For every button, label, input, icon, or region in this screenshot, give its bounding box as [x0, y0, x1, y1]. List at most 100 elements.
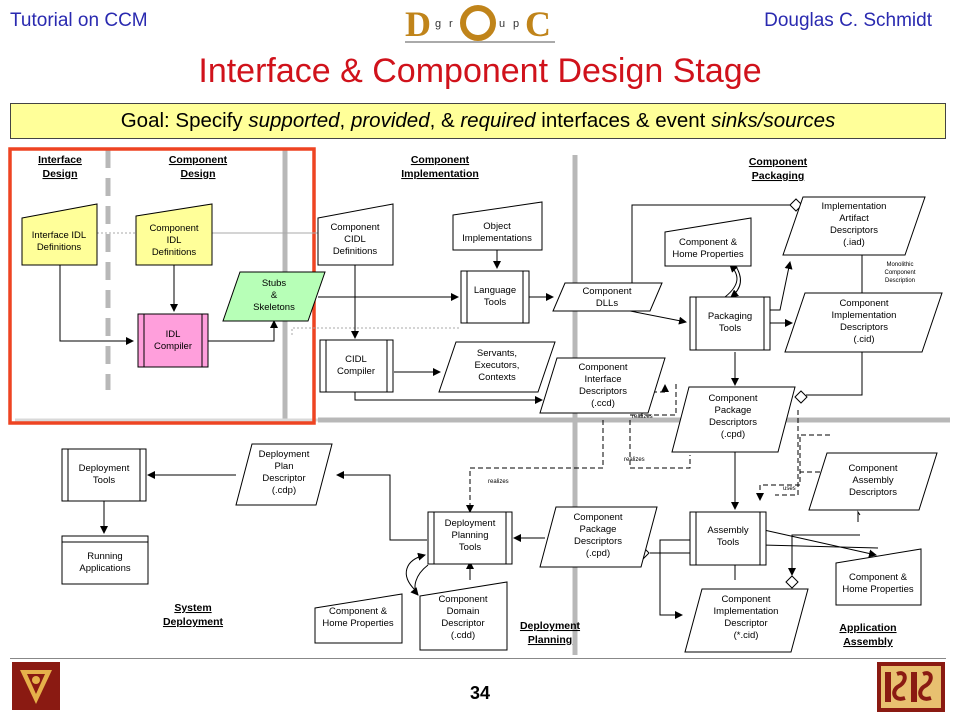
svg-text:Component: Component [169, 154, 228, 166]
aggregation-diamond [794, 390, 808, 404]
node-component-cidl-definitions: Component CIDL Definitions [317, 203, 394, 266]
svg-text:Planning: Planning [528, 634, 572, 646]
svg-text:Component: Component [708, 393, 757, 404]
goal-sinks: sinks/sources [711, 109, 836, 132]
label-component-implementation: Component Implementation [401, 154, 479, 180]
svg-text:Component: Component [573, 512, 622, 523]
node-component-assembly-descriptors: Component Assembly Descriptors [808, 452, 938, 511]
note-monolithic-component-description: Monolithic Component Description [884, 262, 915, 284]
svg-text:g: g [435, 18, 441, 30]
svg-text:Descriptor: Descriptor [441, 618, 484, 629]
svg-text:Servants,: Servants, [477, 348, 517, 359]
label-interface-design: Interface Design [38, 154, 82, 180]
node-interface-idl-definitions: Interface IDL Definitions [21, 203, 98, 266]
svg-text:Compiler: Compiler [337, 366, 375, 377]
svg-text:(.iad): (.iad) [843, 237, 865, 248]
node-home-properties-top: Component & Home Properties [664, 217, 752, 267]
svg-text:Assembly: Assembly [843, 636, 893, 648]
node-idl-compiler: IDL Compiler [137, 313, 209, 368]
node-implementation-artifact-descriptors: Implementation Artifact Descriptors (.ia… [782, 196, 926, 256]
svg-text:Assembly: Assembly [852, 475, 893, 486]
label-application-assembly: Application Assembly [839, 622, 896, 648]
svg-text:Domain: Domain [447, 606, 480, 617]
svg-text:(.cid): (.cid) [853, 334, 874, 345]
svg-text:Deployment: Deployment [445, 518, 496, 529]
svg-text:(.cpd): (.cpd) [586, 548, 610, 559]
svg-text:Tools: Tools [719, 323, 741, 334]
slide-title: Interface & Component Design Stage [198, 52, 762, 90]
svg-text:Implementations: Implementations [462, 233, 532, 244]
svg-text:Component: Component [578, 362, 627, 373]
svg-text:Package: Package [580, 524, 617, 535]
svg-text:Deployment: Deployment [259, 449, 310, 460]
svg-text:Descriptors: Descriptors [849, 487, 897, 498]
goal-provided: provided [350, 109, 430, 132]
svg-text:Component: Component [839, 298, 888, 309]
node-language-tools: Language Tools [460, 270, 530, 324]
svg-text:C: C [525, 4, 551, 43]
svg-text:CIDL: CIDL [344, 234, 366, 245]
node-component-domain-descriptor: Component Domain Descriptor (.cdd) [419, 581, 508, 651]
node-deployment-planning-tools: Deployment Planning Tools [427, 511, 513, 565]
node-deployment-tools: Deployment Tools [61, 448, 147, 502]
goal-rest: interfaces & event [535, 109, 712, 132]
node-object-implementations: Object Implementations [452, 201, 543, 251]
edge-label-realizes: realizes [624, 457, 645, 463]
svg-text:CIDL: CIDL [345, 354, 367, 365]
svg-text:Component: Component [884, 270, 915, 276]
svg-text:Descriptor: Descriptor [262, 473, 305, 484]
svg-text:Component: Component [149, 223, 198, 234]
svg-text:Plan: Plan [274, 461, 293, 472]
svg-text:Descriptors: Descriptors [830, 225, 878, 236]
svg-text:Component: Component [721, 594, 770, 605]
svg-text:(.ccd): (.ccd) [591, 398, 615, 409]
svg-text:Design: Design [180, 168, 215, 180]
svg-text:Component: Component [438, 594, 487, 605]
node-component-implementation-descriptors: Component Implementation Descriptors (.c… [784, 292, 943, 353]
svg-text:Component &: Component & [679, 237, 738, 248]
edge-label-realizes: realizes [488, 479, 509, 485]
node-deployment-plan-descriptor: Deployment Plan Descriptor (.cdp) [235, 443, 333, 506]
goal-mid: , & [429, 109, 461, 132]
svg-text:Interface: Interface [38, 154, 82, 166]
page-number: 34 [469, 683, 491, 703]
goal-supported: supported [248, 109, 340, 132]
svg-text:IDL: IDL [167, 235, 182, 246]
node-component-implementation-descriptor-bottom: Component Implementation Descriptor (*.c… [684, 588, 809, 653]
svg-text:Language: Language [474, 285, 516, 296]
svg-text:Component: Component [411, 154, 470, 166]
svg-text:Component &: Component & [849, 572, 908, 583]
svg-text:Package: Package [715, 405, 752, 416]
edge-label-realizes: realizes [632, 414, 653, 420]
label-component-packaging: Component Packaging [749, 156, 808, 182]
goal-prefix: Goal: Specify [120, 109, 249, 132]
svg-text:(.cdd): (.cdd) [451, 630, 475, 641]
node-stubs-skeletons: Stubs & Skeletons [222, 271, 326, 322]
header-course-title: Tutorial on CCM [10, 10, 148, 31]
svg-text:Deployment: Deployment [163, 616, 224, 628]
label-deployment-planning: Deployment Planning [520, 620, 581, 646]
svg-text:Home Properties: Home Properties [842, 584, 914, 595]
svg-text:Skeletons: Skeletons [253, 302, 295, 313]
svg-text:Component: Component [582, 286, 631, 297]
svg-text:Executors,: Executors, [475, 360, 520, 371]
svg-text:Descriptors: Descriptors [574, 536, 622, 547]
svg-text:Home Properties: Home Properties [322, 618, 394, 629]
svg-text:Assembly: Assembly [707, 525, 748, 536]
node-assembly-tools: Assembly Tools [689, 511, 767, 566]
svg-text:Descriptors: Descriptors [579, 386, 627, 397]
svg-text:Compiler: Compiler [154, 341, 192, 352]
aggregation-diamond [785, 575, 799, 589]
goal-banner: Goal: Specify supported, provided, & req… [10, 103, 946, 139]
svg-text:&: & [271, 290, 278, 301]
label-system-deployment: System Deployment [163, 602, 224, 628]
node-servants-executors-contexts: Servants, Executors, Contexts [438, 341, 556, 393]
svg-text:Implementation: Implementation [401, 168, 479, 180]
svg-text:DLLs: DLLs [596, 298, 618, 309]
svg-text:Contexts: Contexts [478, 372, 516, 383]
svg-text:Design: Design [42, 168, 77, 180]
node-component-interface-descriptors: Component Interface Descriptors (.ccd) [539, 357, 666, 414]
node-component-package-descriptors-right: Component Package Descriptors (.cpd) [671, 386, 796, 453]
svg-text:(*.cid): (*.cid) [734, 630, 759, 641]
node-component-dlls: Component DLLs [552, 282, 663, 312]
